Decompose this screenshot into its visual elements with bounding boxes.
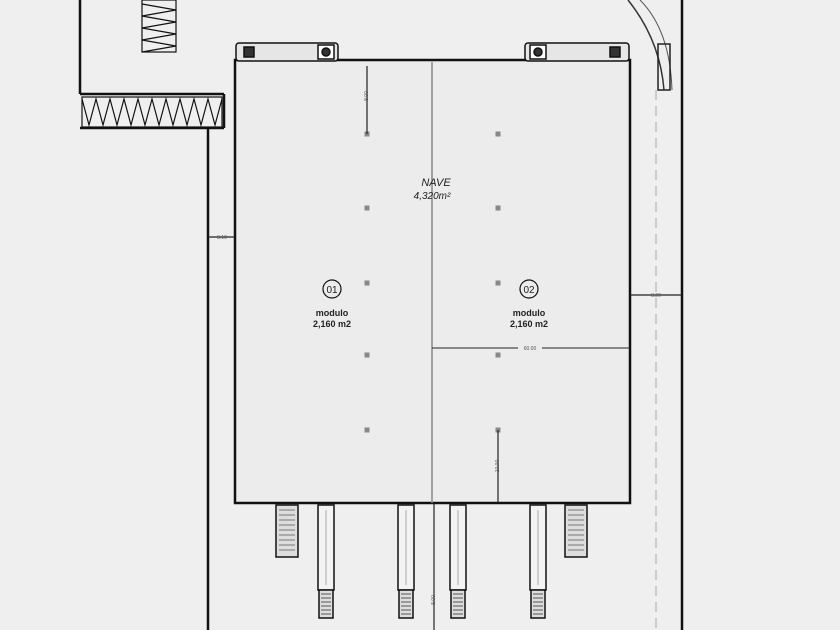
column <box>495 131 501 137</box>
office-block-east <box>524 42 630 62</box>
module-01-area: 2,160 m2 <box>313 319 351 329</box>
internal-dimensions <box>208 66 682 630</box>
module-width-text: 60.00 <box>524 346 537 352</box>
planter-hatch-top <box>81 0 223 128</box>
truck-ramp <box>449 504 467 619</box>
column <box>364 427 370 433</box>
module-02-name: modulo <box>513 308 546 318</box>
west-setback-text: 8.10 <box>217 235 227 241</box>
access-curve-outer <box>639 0 673 91</box>
truck-ramp <box>529 504 547 619</box>
dock-leveler-frame <box>564 504 588 558</box>
dim-bg <box>518 345 542 351</box>
truck-ramp <box>317 504 335 619</box>
column <box>495 280 501 286</box>
truck-ramp <box>397 504 415 619</box>
access-curve <box>627 0 665 91</box>
dock-leveler <box>564 504 588 558</box>
module-01-name: modulo <box>316 308 349 318</box>
east-setback-text: 8.20 <box>651 293 661 299</box>
dock-leveler-frame <box>275 504 299 558</box>
ramp-depth-text: 8.00 <box>431 595 437 605</box>
column <box>364 205 370 211</box>
site-boundary <box>78 0 684 630</box>
module-01-number: 01 <box>326 285 338 296</box>
column <box>495 352 501 358</box>
loading-docks <box>275 504 588 619</box>
top-column-gap-text: 8.00 <box>364 91 370 101</box>
bottom-column-gap-text: 10.00 <box>495 460 501 473</box>
module-01-label: 01 modulo 2,160 m2 <box>313 279 351 329</box>
column <box>364 280 370 286</box>
truck-bumper <box>318 589 334 619</box>
truck-bumper <box>450 589 466 619</box>
module-02-area: 2,160 m2 <box>510 319 548 329</box>
office-block-west <box>235 42 339 62</box>
gate-post <box>657 43 671 91</box>
nave-title: NAVE <box>421 177 451 189</box>
column <box>495 205 501 211</box>
module-02-number: 02 <box>523 285 535 296</box>
truck-bumper <box>530 589 546 619</box>
nave-area: 4,320m² <box>414 191 451 202</box>
dock-leveler <box>275 504 299 558</box>
column <box>364 352 370 358</box>
truck-bumper <box>398 589 414 619</box>
module-02-label: 02 modulo 2,160 m2 <box>510 279 548 329</box>
